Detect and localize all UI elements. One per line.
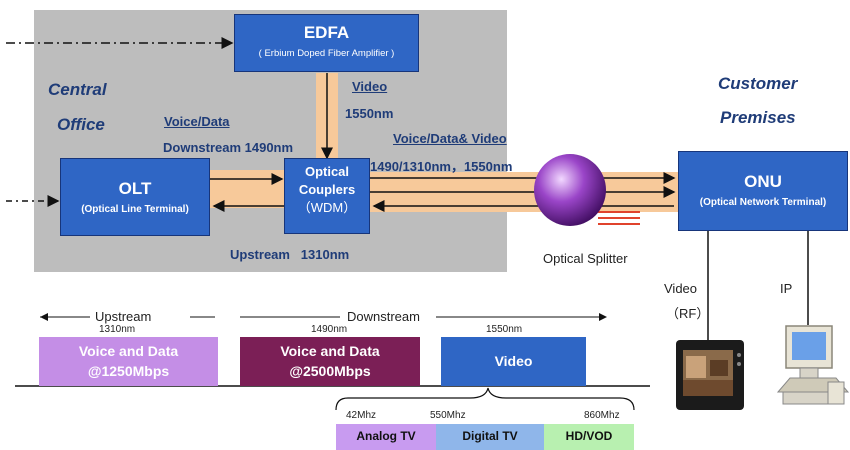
- ip-label: IP: [780, 281, 793, 296]
- band-hd-vod: HD/VOD: [544, 424, 634, 450]
- voice-data-video-label: Voice/Data& Video: [393, 131, 507, 146]
- customer-premises-label-2: Premises: [720, 108, 796, 127]
- video-rf-label-2: （RF）: [666, 306, 710, 321]
- onu-box: ONU (Optical Network Terminal): [678, 151, 848, 231]
- spectrum-block-downstream: Voice and Data @2500Mbps: [240, 337, 420, 386]
- couplers-line-3: （WDM）: [297, 200, 357, 215]
- optical-splitter-sphere: [534, 154, 606, 226]
- block3-label: Video: [494, 353, 533, 369]
- freq-860mhz: 860Mhz: [584, 410, 620, 421]
- spectrum-block-video: Video: [441, 337, 586, 386]
- wavelength-1550: 1550nm: [486, 324, 523, 335]
- central-office-label-1: Central: [48, 80, 107, 99]
- couplers-line-2: Couplers: [298, 182, 356, 197]
- onu-title: ONU: [744, 172, 782, 191]
- tv-icon: [676, 340, 744, 410]
- freq-42mhz: 42Mhz: [346, 410, 377, 421]
- wavelength-1490: 1490nm: [311, 324, 348, 335]
- block2-line-2: @2500Mbps: [289, 363, 371, 379]
- onu-subtitle: (Optical Network Terminal): [699, 197, 827, 208]
- fiber-olt-coupler: [208, 170, 288, 208]
- video-wavelength-label: 1550nm: [345, 106, 394, 121]
- computer-icon: [776, 325, 850, 405]
- edfa-box: EDFA ( Erbium Doped Fiber Amplifier ): [234, 14, 419, 72]
- video-label: Video: [352, 79, 388, 94]
- block1-line-2: @1250Mbps: [87, 363, 170, 379]
- upstream-arrow-head: [40, 313, 48, 321]
- band-digital-tv: Digital TV: [436, 424, 544, 450]
- block2-line-1: Voice and Data: [280, 343, 380, 359]
- downstream-wavelength-label: Downstream 1490nm: [163, 140, 294, 155]
- olt-subtitle: (Optical Line Terminal): [81, 204, 189, 215]
- block1-line-1: Voice and Data: [78, 343, 179, 359]
- video-brace: [335, 387, 635, 411]
- combined-wavelengths-label: 1490/1310nm，1550nm: [370, 159, 513, 174]
- downstream-direction-label: Downstream: [344, 309, 423, 324]
- couplers-line-1: Optical: [304, 164, 350, 179]
- upstream-wavelength-label: Upstream 1310nm: [230, 247, 350, 262]
- voice-data-label: Voice/Data: [164, 114, 230, 129]
- olt-box: OLT (Optical Line Terminal): [60, 158, 210, 236]
- spectrum-block-upstream: Voice and Data @1250Mbps: [39, 337, 218, 386]
- optical-splitter-label: Optical Splitter: [543, 251, 628, 266]
- wavelength-1310: 1310nm: [99, 324, 136, 335]
- upstream-direction-label: Upstream: [92, 309, 155, 324]
- freq-550mhz: 550Mhz: [430, 410, 466, 421]
- edfa-subtitle: ( Erbium Doped Fiber Amplifier ): [258, 48, 395, 59]
- central-office-label-2: Office: [57, 115, 105, 134]
- optical-couplers-box: Optical Couplers （WDM）: [284, 158, 370, 234]
- olt-title: OLT: [118, 179, 152, 198]
- customer-premises-label-1: Customer: [718, 74, 798, 93]
- band-analog-tv: Analog TV: [336, 424, 436, 450]
- video-rf-label: Video: [664, 281, 698, 296]
- edfa-title: EDFA: [303, 23, 350, 42]
